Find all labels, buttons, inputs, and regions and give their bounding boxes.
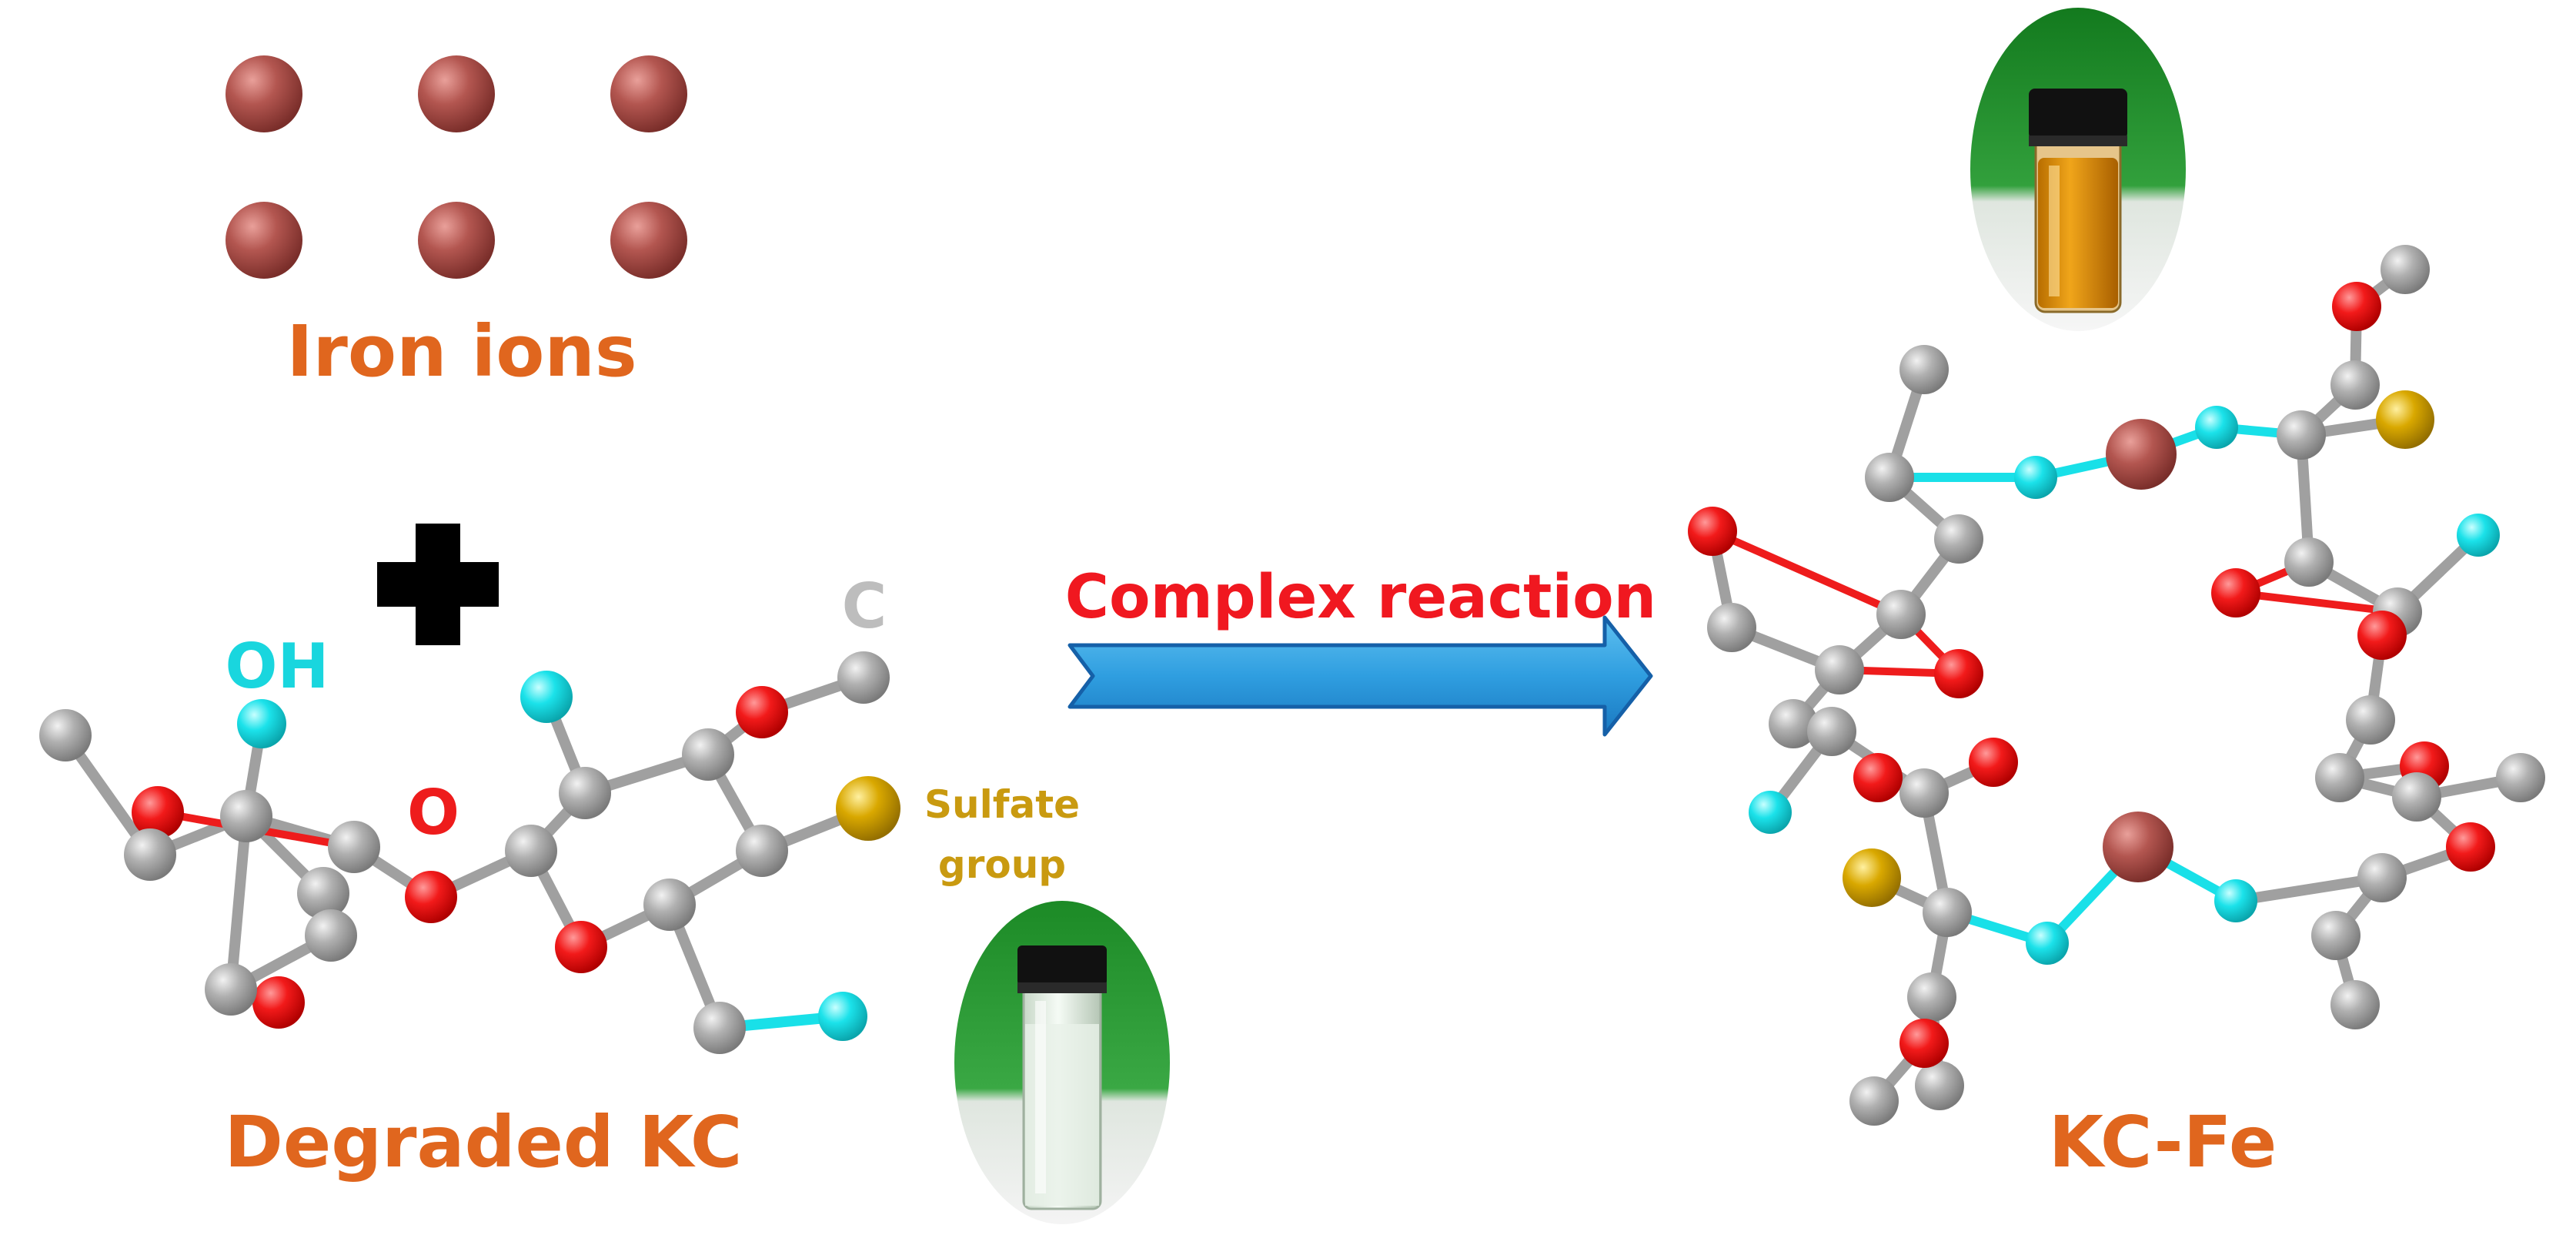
carbon-atom (2330, 360, 2380, 410)
carbon-atom (1807, 707, 1856, 756)
clear-vial-icon (954, 901, 1170, 1224)
carbon-atom (1769, 699, 1818, 748)
carbon-atom (837, 651, 890, 704)
hydroxyl-atom (237, 699, 286, 748)
oxygen-atom (1899, 1019, 1949, 1068)
right-arrow-icon (1067, 615, 1653, 737)
carbon-atom (2330, 980, 2380, 1029)
carbon-atom (2315, 753, 2364, 802)
carbon-atom (2357, 853, 2407, 902)
iron-atom (2106, 419, 2177, 490)
oxygen-atom (2211, 568, 2260, 617)
carbon-atom (1865, 453, 1914, 502)
hydroxyl-atom (520, 671, 573, 723)
carbon-atom (124, 828, 176, 881)
iron-ions-grid (226, 55, 687, 279)
iron-ions-title: Iron ions (286, 310, 636, 393)
iron-atom (226, 55, 302, 132)
hydroxyl-atom (818, 992, 867, 1041)
hydroxyl-atom (2026, 922, 2069, 965)
carbon-atom (2392, 772, 2441, 822)
oxygen-atom (405, 871, 457, 923)
bond (1709, 527, 1905, 618)
carbon-atom (1907, 972, 1956, 1022)
carbon-atom (1876, 590, 1926, 639)
oxygen-atom (1969, 738, 2018, 787)
hydroxyl-atom (1749, 791, 1792, 834)
hydroxyl-atom (2457, 514, 2500, 557)
iron-atom (2103, 812, 2173, 882)
o-label: O (407, 777, 459, 848)
oxygen-atom (132, 786, 184, 838)
sulfate-label-line1: Sulfate (924, 782, 1080, 827)
carbon-atom (39, 709, 92, 761)
oxygen-atom (252, 976, 305, 1029)
degraded-kc-molecule (39, 651, 900, 1054)
carbon-atom (682, 728, 734, 781)
carbon-atom (1815, 645, 1864, 694)
oxygen-atom (2332, 282, 2381, 331)
carbon-atom (220, 790, 272, 842)
carbon-atom (736, 825, 788, 877)
carbon-atom (305, 909, 357, 962)
c-label: C (842, 571, 887, 642)
carbon-atom (559, 767, 611, 819)
oxygen-atom (2357, 611, 2407, 660)
degraded-kc-title: Degraded KC (225, 1101, 743, 1183)
hydroxyl-atom (2195, 406, 2238, 449)
bond (2232, 589, 2401, 616)
carbon-atom (1849, 1076, 1899, 1126)
carbon-atom (2284, 537, 2334, 587)
bond (226, 811, 252, 995)
sulfur-atom (2376, 390, 2434, 449)
iron-atom (610, 55, 687, 132)
kc-fe-complex-molecule (1688, 245, 2545, 1126)
carbon-atom (297, 867, 349, 919)
carbon-atom (1915, 1061, 1964, 1110)
carbon-atom (693, 1002, 746, 1054)
hydroxyl-atom (2014, 456, 2057, 499)
iron-atom (226, 202, 302, 279)
carbon-atom (1923, 888, 1972, 937)
iron-atom (418, 55, 495, 132)
bond (2230, 872, 2387, 906)
sulfur-atom (1843, 848, 1901, 907)
carbon-atom (2381, 245, 2430, 294)
oxygen-atom (1853, 753, 1903, 802)
carbon-atom (2277, 410, 2326, 460)
carbon-atom (1899, 345, 1949, 394)
oxygen-atom (1934, 649, 1983, 698)
carbon-atom (205, 963, 257, 1016)
hydroxyl-atom (2214, 879, 2257, 922)
amber-vial-icon (1970, 8, 2186, 331)
complex-reaction-label: Complex reaction (1065, 563, 1656, 632)
oxygen-atom (1688, 507, 1737, 556)
oh-label: OH (226, 631, 329, 702)
sulfur-atom (836, 776, 900, 841)
carbon-atom (2346, 695, 2395, 745)
sulfate-label-line2: group (938, 842, 1066, 887)
carbon-atom (1934, 514, 1983, 564)
carbon-atom (1707, 603, 1756, 652)
carbon-atom (505, 825, 557, 877)
oxygen-atom (736, 686, 788, 738)
carbon-atom (2311, 911, 2360, 960)
kc-fe-title: KC-Fe (2049, 1101, 2277, 1183)
carbon-atom (1899, 768, 1949, 818)
oxygen-atom (2446, 822, 2495, 872)
carbon-atom (643, 879, 696, 931)
carbon-atom (328, 821, 380, 873)
iron-atom (610, 202, 687, 279)
plus-icon (377, 524, 499, 645)
oxygen-atom (555, 921, 607, 973)
iron-atom (418, 202, 495, 279)
carbon-atom (2496, 753, 2545, 802)
